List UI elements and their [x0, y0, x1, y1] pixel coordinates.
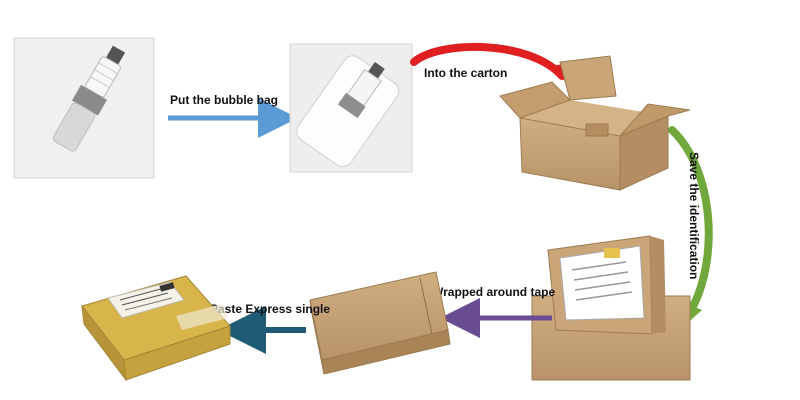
label-bubble-bag: Put the bubble bag — [170, 93, 278, 107]
label-identification: Save the identification — [687, 152, 701, 279]
label-tape: Wrapped around tape — [432, 285, 555, 299]
label-express: Paste Express single — [210, 302, 330, 316]
spark-plug-icon — [13, 37, 155, 179]
open-carton-icon — [499, 55, 691, 191]
labeled-parcel-icon — [81, 275, 231, 382]
label-carton: Into the carton — [424, 66, 507, 80]
carton-with-card-icon — [531, 235, 691, 381]
arrow-to-carton — [410, 42, 566, 80]
arrow-to-identification — [668, 126, 713, 316]
bubble-bag-icon — [289, 43, 413, 173]
closed-carton-icon — [309, 271, 451, 375]
